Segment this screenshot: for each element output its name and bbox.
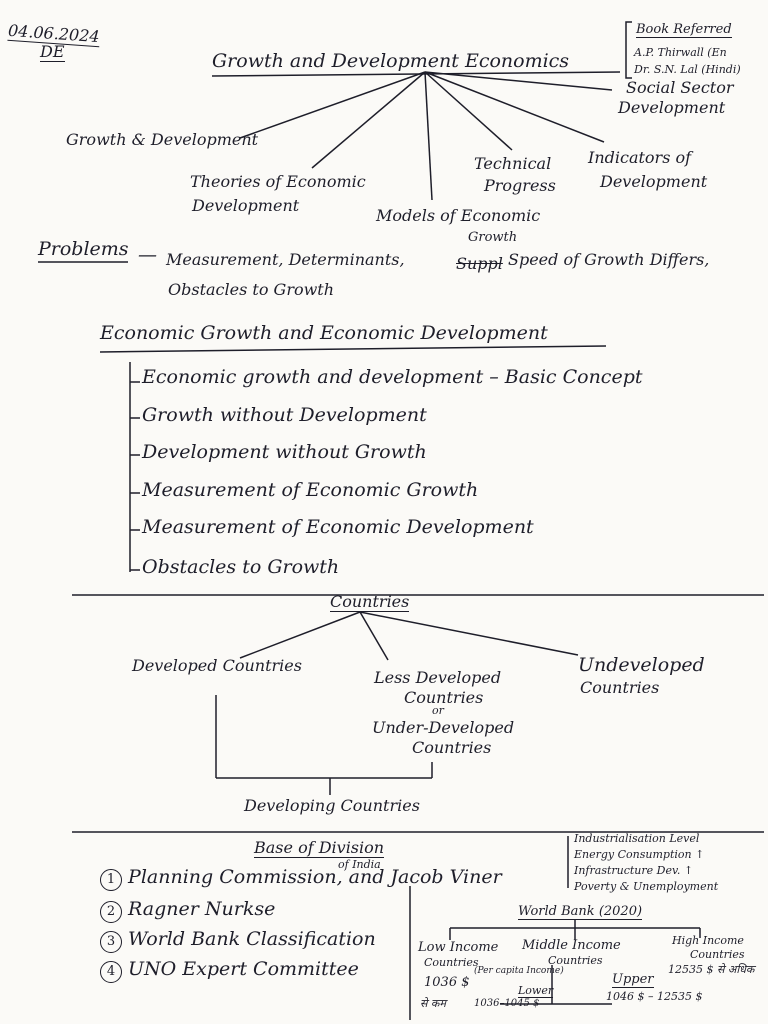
section-heading-growth-development: Economic Growth and Economic Development — [100, 322, 548, 344]
middle-income-countries: Countries — [548, 954, 603, 967]
list-item-basic-concept: Economic growth and development – Basic … — [142, 366, 643, 388]
developed-countries: Developed Countries — [132, 656, 302, 675]
topic-technical: Technical — [474, 154, 552, 173]
high-income-value: 12535 $ से अधिक — [668, 963, 755, 976]
low-income-countries: Countries — [424, 956, 479, 969]
subject-code: DE — [40, 42, 65, 62]
list-item-growth-without-development: Growth without Development — [142, 404, 427, 426]
topic-growth-development: Growth & Development — [66, 130, 259, 149]
number-circle-2: 2 — [100, 901, 122, 923]
problems-struck: Suppl — [456, 254, 503, 273]
problems-label: Problems — [38, 238, 129, 260]
division-item-3-text: World Bank Classification — [128, 928, 376, 950]
page-title: Growth and Development Economics — [212, 50, 570, 72]
list-item-development-without-growth: Development without Growth — [142, 441, 427, 463]
high-income: High Income — [672, 934, 744, 947]
high-income-countries: Countries — [690, 948, 745, 961]
book-lal: Dr. S.N. Lal (Hindi) — [634, 63, 741, 76]
upper-middle-value: 1046 $ – 12535 $ — [606, 990, 703, 1003]
criteria-energy: Energy Consumption ↑ — [574, 848, 705, 861]
topic-indicators: Indicators of — [588, 148, 692, 167]
problems-line1-b: Speed of Growth Differs, — [508, 250, 710, 269]
problems-dash: — — [138, 244, 157, 266]
number-circle-3: 3 — [100, 931, 122, 953]
low-income-value: 1036 $ — [424, 975, 470, 990]
topic-models-2: Growth — [468, 230, 518, 245]
undeveloped-countries: Countries — [580, 678, 660, 697]
books-heading: Book Referred — [636, 22, 732, 38]
middle-income: Middle Income — [522, 938, 621, 953]
list-item-measurement-development: Measurement of Economic Development — [142, 516, 534, 538]
criteria-poverty: Poverty & Unemployment — [574, 880, 719, 893]
topic-social-sector: Social Sector — [626, 78, 734, 97]
developing-countries: Developing Countries — [244, 796, 420, 815]
topic-social-sector-2: Development — [618, 98, 726, 117]
criteria-infrastructure: Infrastructure Dev. ↑ — [574, 864, 694, 877]
division-item-3: 3 World Bank Classification — [100, 928, 376, 953]
division-item-2: 2 Ragner Nurkse — [100, 898, 275, 923]
topic-models: Models of Economic — [376, 206, 541, 225]
lower-middle: Lower — [518, 984, 554, 998]
per-capita-note: (Per capita Income) — [474, 966, 564, 976]
topic-technical-2: Progress — [484, 176, 556, 195]
division-item-4: 4 UNO Expert Committee — [100, 958, 359, 983]
lower-middle-value: 1036–1045 $ — [474, 998, 540, 1009]
world-bank-heading: World Bank (2020) — [518, 904, 643, 920]
under-developed-countries: Countries — [412, 738, 492, 757]
criteria-industrialisation: Industrialisation Level — [574, 832, 700, 845]
topic-theories: Theories of Economic — [190, 172, 366, 191]
less-developed-countries: Countries — [404, 688, 484, 707]
division-heading: Base of Division — [254, 838, 385, 858]
under-developed: Under-Developed — [372, 718, 515, 737]
low-income: Low Income — [418, 940, 499, 955]
book-thirwall: A.P. Thirwall (En — [634, 46, 727, 59]
list-item-obstacles: Obstacles to Growth — [142, 556, 340, 578]
list-item-measurement-growth: Measurement of Economic Growth — [142, 479, 479, 501]
number-circle-4: 4 — [100, 961, 122, 983]
division-of-india: of India — [338, 858, 381, 871]
division-item-1: 1 Planning Commission, and Jacob Viner — [100, 866, 502, 891]
undeveloped: Undeveloped — [578, 654, 705, 676]
topic-theories-2: Development — [192, 196, 300, 215]
or-label: or — [432, 704, 444, 717]
division-item-4-text: UNO Expert Committee — [128, 958, 359, 980]
division-item-2-text: Ragner Nurkse — [128, 898, 276, 920]
upper-middle: Upper — [612, 972, 654, 988]
problems-line2: Obstacles to Growth — [168, 280, 335, 299]
topic-indicators-2: Development — [600, 172, 708, 191]
number-circle-1: 1 — [100, 869, 122, 891]
less-developed: Less Developed — [374, 668, 502, 687]
countries-heading: Countries — [330, 592, 410, 612]
division-item-1-text: Planning Commission, and Jacob Viner — [128, 866, 502, 888]
problems-line1-a: Measurement, Determinants, — [166, 250, 405, 269]
low-income-hindi: से कम — [420, 997, 446, 1010]
